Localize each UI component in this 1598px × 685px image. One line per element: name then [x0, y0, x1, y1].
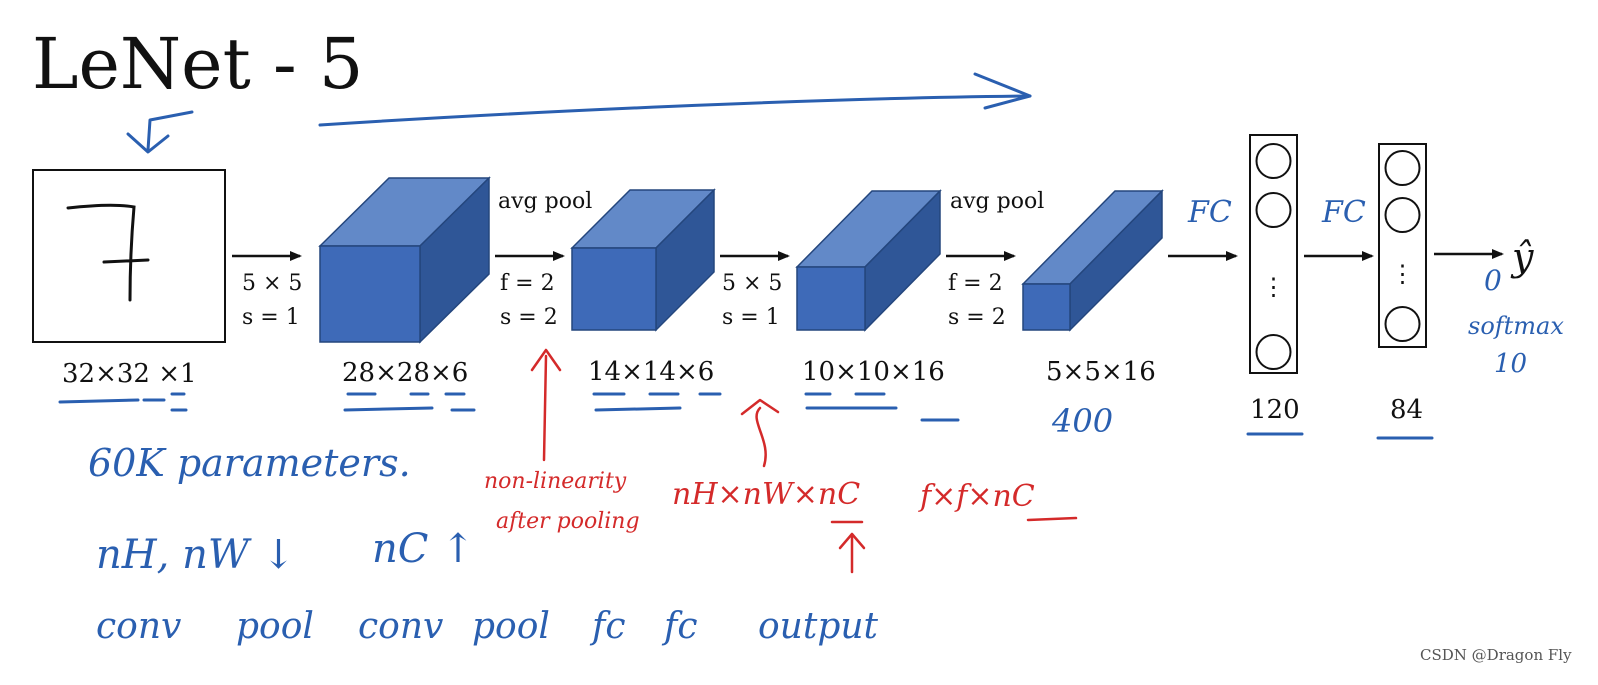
fc2-neuron	[1384, 306, 1421, 342]
digit-seven-glyph	[66, 203, 136, 302]
sequence-item: pool	[472, 606, 550, 647]
underline-scribbles	[58, 392, 1434, 440]
fc2-neuron	[1384, 197, 1421, 233]
sequence-item: fc	[661, 606, 698, 647]
conv2-output-label: 10×10×16	[802, 357, 945, 387]
conv1-filter-size: 5 × 5	[242, 271, 302, 296]
sequence-item: output	[758, 606, 879, 647]
softmax-note: softmax	[1468, 312, 1564, 340]
nonlinearity-note-line2: after pooling	[496, 509, 640, 534]
pool1-output-label: 14×14×6	[588, 357, 714, 387]
output-zero-note: 0	[1484, 264, 1502, 297]
nonlinearity-note-line1: non-linearity	[484, 469, 627, 494]
conv2-volume	[795, 189, 942, 332]
sequence-item: fc	[589, 606, 626, 647]
parameter-count-note: 60K parameters.	[88, 441, 411, 485]
pool2-stride: s = 2	[948, 305, 1006, 330]
output-y-hat: ŷ	[1510, 235, 1534, 279]
fc1-layer: ⋮	[1249, 134, 1298, 374]
conv1-volume	[318, 176, 491, 344]
pool1-filter: f = 2	[500, 271, 555, 296]
flatten-count-note: 400	[1051, 402, 1113, 440]
watermark: CSDN @Dragon Fly	[1420, 646, 1572, 664]
top-flow-arrow	[318, 72, 1032, 127]
red-pointer-arrows	[530, 348, 1078, 574]
pool1-title: avg pool	[498, 189, 592, 214]
sequence-item: pool	[236, 606, 314, 647]
sequence-item: conv	[96, 606, 181, 647]
input-image	[32, 169, 226, 343]
pool2-output-label: 5×5×16	[1046, 357, 1156, 387]
pool1-stride: s = 2	[500, 305, 558, 330]
fc1-neuron	[1255, 192, 1292, 228]
fc1-neuron	[1255, 143, 1292, 179]
fc2-size-label: 84	[1390, 395, 1423, 425]
conv1-output-label: 28×28×6	[342, 358, 468, 388]
volume-dims-note: nH×nW×nC	[672, 477, 860, 512]
channels-note: nC ↑	[372, 526, 475, 572]
input-size-label: 32×32 ×1	[62, 359, 197, 389]
fc1-ellipsis: ⋮	[1262, 273, 1286, 301]
input-pointer-arrow	[126, 110, 194, 154]
fc2-hand-label: FC	[1321, 195, 1366, 230]
fc2-neuron	[1384, 150, 1421, 186]
spatial-dims-note: nH, nW ↓	[96, 532, 295, 578]
layer-sequence-note: conv pool conv pool fc fc output	[96, 606, 879, 647]
conv2-filter-size: 5 × 5	[722, 271, 782, 296]
fc1-neuron	[1255, 334, 1292, 370]
conv2-stride: s = 1	[722, 305, 780, 330]
conv1-stride: s = 1	[242, 305, 300, 330]
fc2-layer: ⋮	[1378, 143, 1427, 348]
pool2-volume	[1021, 189, 1164, 332]
sequence-item: conv	[358, 606, 443, 647]
page-title: LeNet - 5	[32, 23, 363, 105]
pool2-filter: f = 2	[948, 271, 1003, 296]
fc1-hand-label: FC	[1187, 195, 1232, 230]
pool2-title: avg pool	[950, 189, 1044, 214]
fc1-size-label: 120	[1250, 395, 1300, 425]
pool1-volume	[570, 188, 716, 332]
filter-dims-note: f×f×nC	[918, 479, 1035, 514]
fc2-ellipsis: ⋮	[1391, 260, 1415, 288]
output-count-note: 10	[1494, 349, 1527, 379]
